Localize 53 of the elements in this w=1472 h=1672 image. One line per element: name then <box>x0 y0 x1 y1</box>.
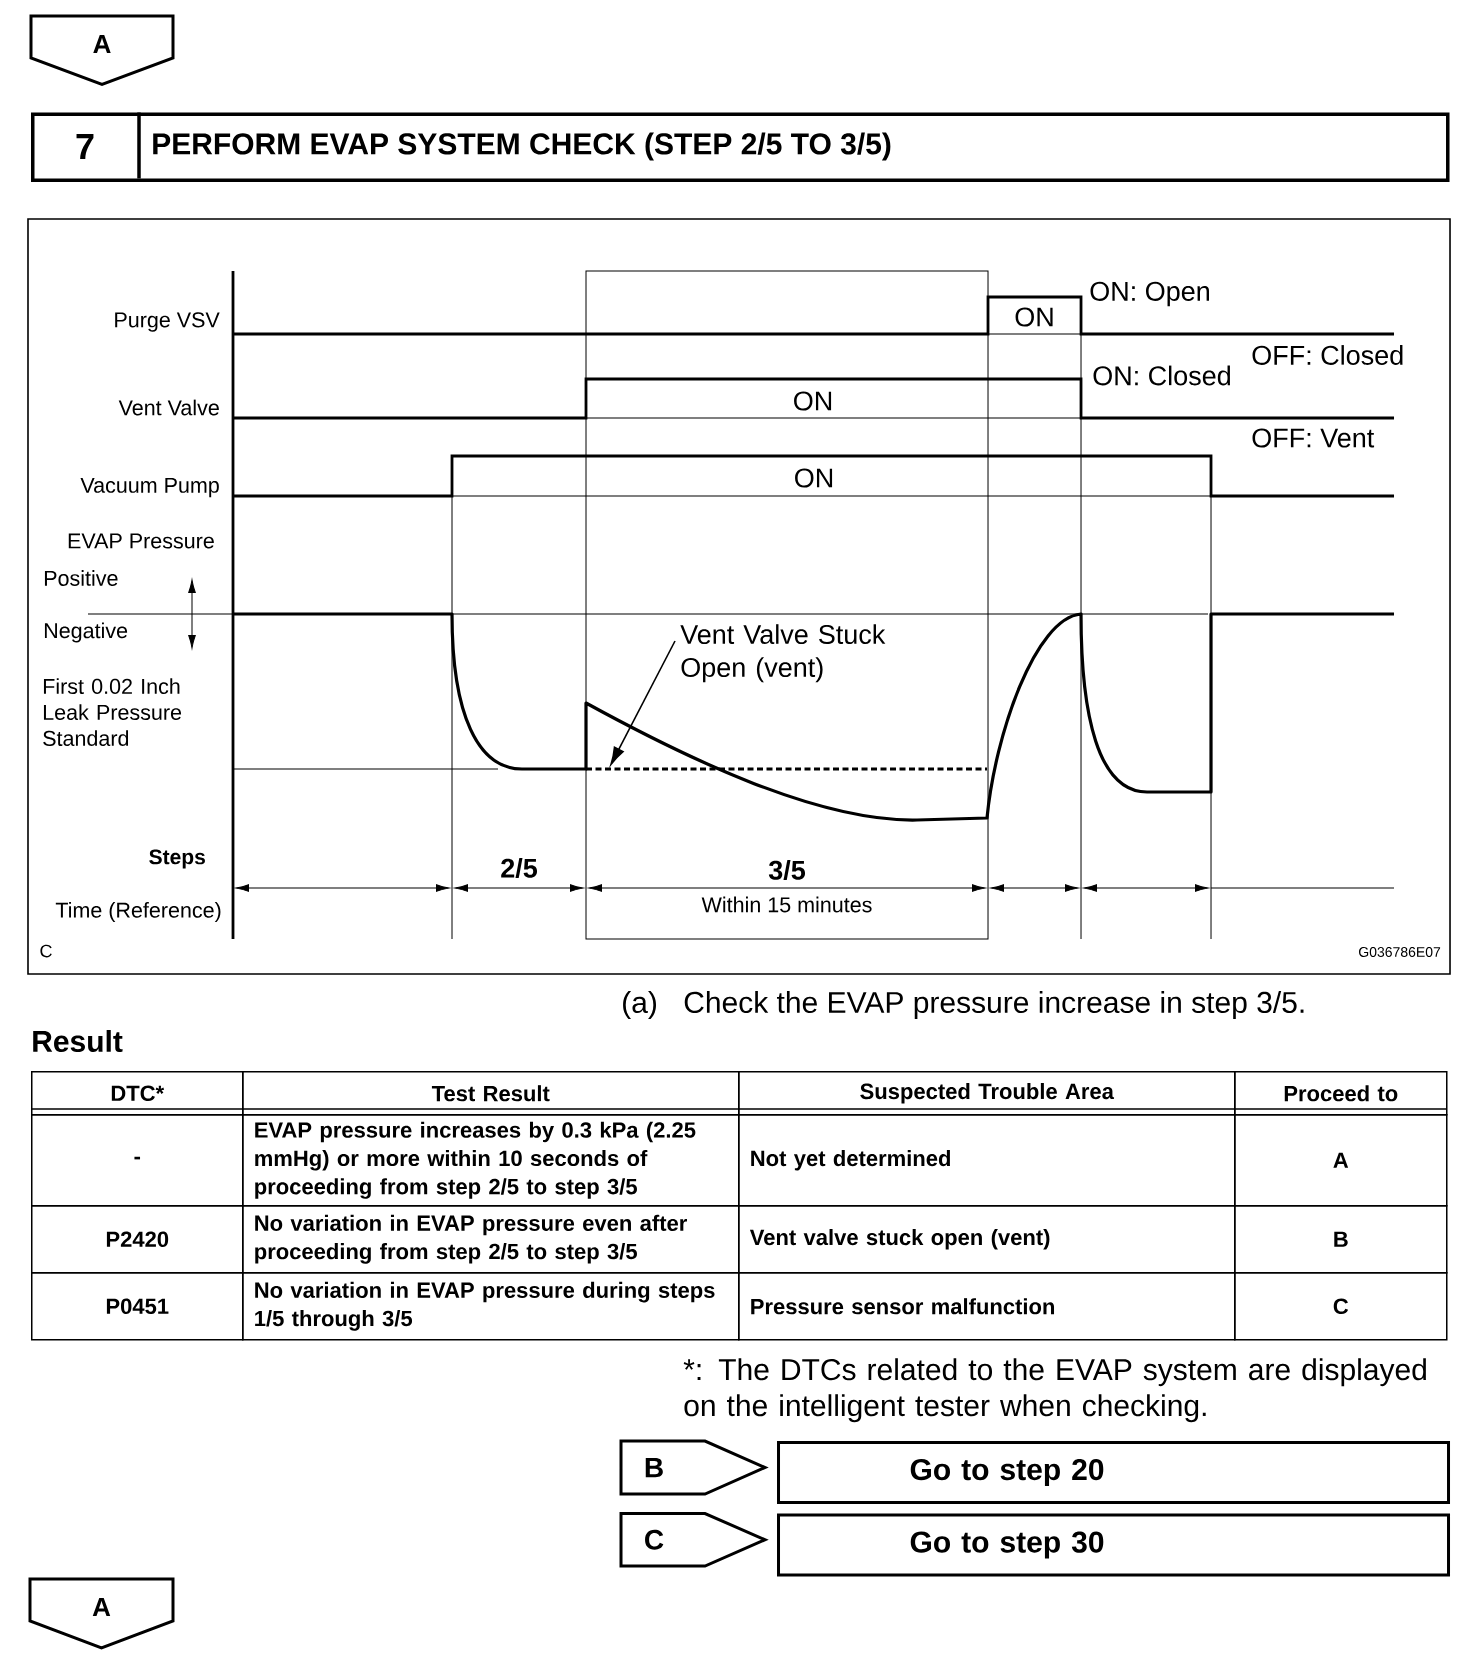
axis-label: Time (Reference) <box>55 902 221 923</box>
pentagon-tag: B <box>619 1439 769 1496</box>
pentagon-tag: A <box>29 14 175 87</box>
state-label: OFF: Closed <box>1252 345 1403 365</box>
instruction-text: Check the EVAP pressure increase in step 3/5. <box>684 991 1304 1019</box>
duration-label: Within 15 minutes <box>701 896 872 913</box>
action-box: Go to step 20 <box>777 1441 1450 1504</box>
axis-label: Negative <box>44 622 128 643</box>
table-cell: P2420 <box>31 1205 244 1274</box>
axis-label: Steps <box>149 849 205 869</box>
state-label: ON: Closed <box>1093 365 1230 386</box>
state-label: ON <box>795 468 833 488</box>
axis-label: Positive <box>44 570 118 586</box>
table-cell: A <box>1234 1114 1448 1207</box>
table-cell: No variation in EVAP pressure during steps 1/5 through 3/5 <box>242 1272 740 1341</box>
table-cell: Pressure sensor malfunction <box>738 1272 1236 1341</box>
leader-arrow <box>610 640 676 766</box>
pentagon-tag: C <box>619 1512 769 1568</box>
table-cell: B <box>1234 1205 1448 1274</box>
state-label: ON: Open <box>1090 281 1209 307</box>
table-cell: P0451 <box>31 1272 244 1341</box>
table-cell: EVAP pressure increases by 0.3 kPa (2.25 mmHg) or more within 10 seconds of proceeding from step 2/5 to step 3/5 <box>242 1114 740 1207</box>
state-label: ON <box>794 391 832 411</box>
section-heading: Result <box>33 1030 123 1053</box>
panel-letter: C <box>40 944 52 958</box>
step-label: 2/5 <box>501 857 538 879</box>
signal-name: Vacuum Pump <box>80 477 219 498</box>
table-cell: - <box>31 1114 244 1207</box>
table-header-cell: Proceed to <box>1233 1071 1448 1116</box>
dashed-line <box>586 767 987 771</box>
pentagon-tag: A <box>28 1577 175 1650</box>
table-cell: Vent valve stuck open (vent) <box>738 1205 1236 1274</box>
list-marker: (a) <box>623 991 656 1019</box>
step-number: 7 <box>76 134 94 159</box>
threshold-label: First 0.02 Inch Leak Pressure Standard <box>43 678 182 746</box>
state-label: OFF: Vent <box>1252 428 1375 448</box>
callout-text: Vent Valve Stuck Open (vent) <box>680 624 886 683</box>
table-header-cell: Test Result <box>241 1071 740 1116</box>
table-header-cell: DTC* <box>30 1071 244 1116</box>
signal-name: Purge VSV <box>115 312 220 332</box>
signal-name: EVAP Pressure <box>68 533 214 549</box>
action-box: Go to step 30 <box>777 1513 1450 1577</box>
step-label: 3/5 <box>768 859 806 881</box>
signal-name: Vent Valve <box>118 399 219 416</box>
table-cell: Not yet determined <box>738 1114 1236 1207</box>
table-cell: C <box>1234 1272 1448 1341</box>
step-header-box <box>31 112 1450 182</box>
table-cell: No variation in EVAP pressure even after proceeding from step 2/5 to step 3/5 <box>242 1205 740 1274</box>
footnote: *: The DTCs related to the EVAP system are displayed on the intelligent tester when checking. <box>683 1358 1426 1423</box>
figure-code: G036786E07 <box>1359 947 1441 957</box>
step-title: PERFORM EVAP SYSTEM CHECK (STEP 2/5 TO 3/5) <box>153 132 891 161</box>
state-label: ON <box>1015 307 1053 327</box>
table-header-cell: Suspected Trouble Area <box>737 1071 1236 1116</box>
